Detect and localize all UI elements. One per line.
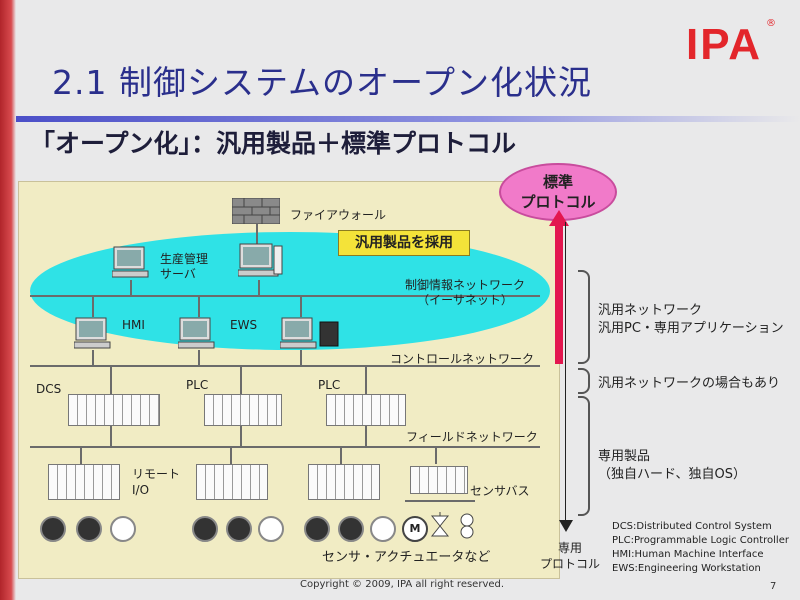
hmi-link [92, 295, 94, 317]
plc2-field-link [365, 426, 367, 446]
remote-io-rack-1 [48, 464, 120, 500]
sensors-actuators-label: センサ・アクチュエータなど [322, 550, 491, 565]
pc3-link [300, 295, 302, 317]
server2-link [258, 280, 260, 295]
workstation-pc-icon [280, 317, 339, 349]
firewall-label: ファイアウォール [290, 208, 387, 222]
arrow-down-icon [559, 520, 573, 532]
remote-io-rack-2 [196, 464, 268, 500]
control-network-line [30, 365, 540, 367]
remote-io-link-3 [340, 446, 342, 464]
standard-protocol-oval: 標準 プロトコル [499, 163, 617, 221]
firewall-icon [232, 198, 280, 224]
proprietary-protocol-axis [565, 222, 566, 522]
server1-link [130, 280, 132, 295]
ews-pc-icon [178, 317, 215, 349]
server-pc-icon-2 [238, 243, 283, 277]
plc2-label: PLC [318, 378, 341, 392]
slide-subtitle: 「オープン化」：汎用製品＋標準プロトコル [30, 129, 517, 158]
hmi-label: HMI [122, 318, 145, 332]
production-server-label: 生産管理 サーバ [160, 252, 209, 281]
dcs-link [110, 365, 112, 395]
sensor-device-icon [258, 516, 284, 542]
ews-control-link [198, 350, 200, 365]
plc1-rack [204, 394, 282, 426]
info-network-line [30, 295, 540, 297]
sensor-bus-label: センサバス [470, 484, 530, 498]
remote-io-link-2 [230, 446, 232, 464]
sensorbus-device [410, 466, 468, 494]
plc1-label: PLC [186, 378, 209, 392]
motor-icon: M [402, 516, 428, 542]
dcs-label: DCS [36, 382, 62, 396]
sensor-device-icon [40, 516, 66, 542]
general-products-tag: 汎用製品を採用 [338, 230, 470, 256]
field-network-label: フィールドネットワーク [406, 430, 538, 444]
remote-io-label: リモート I/O [132, 467, 181, 497]
plc1-field-link [240, 426, 242, 446]
copyright: Copyright © 2009, IPA all right reserved… [300, 579, 505, 590]
sensor-device-icon [76, 516, 102, 542]
left-accent-bar [0, 0, 16, 600]
proprietary-products-brace [578, 396, 590, 516]
standard-protocol-label: 標準 プロトコル [520, 173, 596, 211]
standard-protocol-arrow [555, 222, 563, 364]
sometimes-general-note: 汎用ネットワークの場合もあり [598, 376, 781, 391]
sensor-device-icon [370, 516, 396, 542]
sensorbus-link [435, 446, 437, 464]
plc1-link [240, 365, 242, 395]
sometimes-general-brace [578, 368, 590, 394]
ews-label: EWS [230, 318, 258, 332]
general-network-note: 汎用ネットワーク 汎用PC・専用アプリケーション [598, 303, 784, 336]
legend-dcs: DCS:Distributed Control System [612, 521, 772, 532]
firewall-link [256, 224, 258, 244]
plc2-rack [326, 394, 406, 426]
remote-io-rack-3 [308, 464, 380, 500]
proprietary-protocol-label: 専用 プロトコル [540, 541, 601, 571]
sensor-device-icon [304, 516, 330, 542]
sensor-device-icon [192, 516, 218, 542]
red-arrow-head-icon [549, 210, 569, 226]
server-pc-icon [112, 246, 149, 278]
ews-link [198, 295, 200, 317]
ipa-logo: IPA [686, 20, 763, 69]
sensor-bus-line [405, 500, 475, 502]
sensor-device-icon [226, 516, 252, 542]
title-underline [16, 116, 800, 122]
gauge-sensor-icon [460, 513, 474, 539]
slide-title: 2.1 制御システムのオープン化状況 [52, 63, 593, 102]
sensor-device-icon [338, 516, 364, 542]
plc2-link [365, 365, 367, 395]
registered-mark: ® [766, 18, 776, 29]
proprietary-products-note: 専用製品 （独自ハード、独自OS） [598, 449, 746, 482]
hmi-pc-icon [74, 317, 111, 349]
general-network-brace [578, 270, 590, 364]
dcs-rack [68, 394, 160, 426]
control-network-label: コントロールネットワーク [390, 352, 535, 366]
pc3-control-link [300, 350, 302, 365]
dcs-field-link [110, 426, 112, 446]
sensor-device-icon [110, 516, 136, 542]
info-network-label: 制御情報ネットワーク （イーサネット） [405, 278, 526, 307]
legend-ews: EWS:Engineering Workstation [612, 563, 761, 574]
hmi-control-link [92, 350, 94, 365]
legend-plc: PLC:Programmable Logic Controller [612, 535, 789, 546]
field-network-line [30, 446, 540, 448]
page-number: 7 [770, 581, 777, 592]
valve-icon [430, 512, 450, 537]
remote-io-link-1 [80, 446, 82, 464]
legend-hmi: HMI:Human Machine Interface [612, 549, 764, 560]
